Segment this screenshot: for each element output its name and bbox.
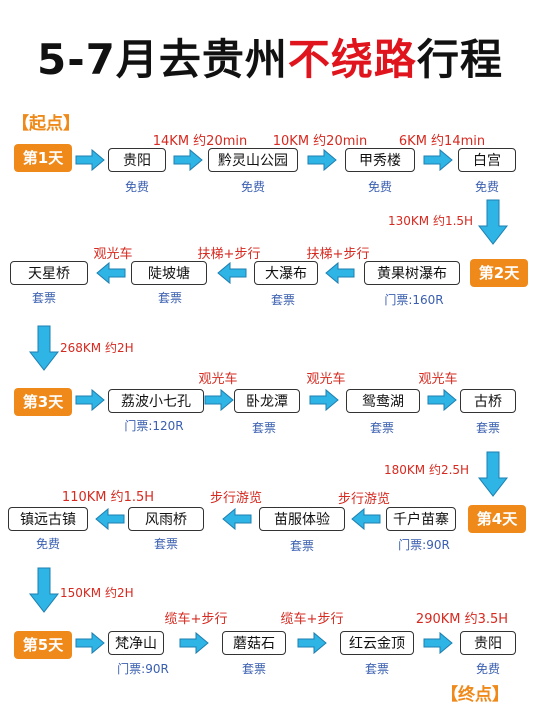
arrow-icon <box>173 148 203 172</box>
leg-label: 观光车 <box>306 372 346 387</box>
stop-yuanyang-lake: 鸳鸯湖 <box>346 389 420 413</box>
stop-jiaxiu-tower: 甲秀楼 <box>345 148 415 172</box>
day-1-badge: 第1天 <box>14 144 72 172</box>
note: 套票 <box>31 291 57 305</box>
stop-big-waterfall: 大瀑布 <box>254 261 318 285</box>
stop-wolong-pool: 卧龙潭 <box>234 389 300 413</box>
note: 免费 <box>475 662 501 676</box>
note: 套票 <box>153 537 179 551</box>
stop-hongyun-jinding: 红云金顶 <box>340 631 414 655</box>
stop-miao-costume: 苗服体验 <box>259 507 345 531</box>
arrow-icon <box>28 325 60 371</box>
arrow-icon <box>297 631 327 655</box>
leg-label: 缆车+步行 <box>164 612 228 627</box>
note: 门票:90R <box>398 538 450 552</box>
stop-fengyu-bridge: 风雨桥 <box>128 507 204 531</box>
stop-ancient-bridge: 古桥 <box>460 389 516 413</box>
arrow-icon <box>423 631 453 655</box>
note: 免费 <box>240 180 266 194</box>
title-highlight: 不绕路 <box>287 35 417 84</box>
stop-tianxing-bridge: 天星桥 <box>10 261 88 285</box>
end-tag: 【终点】 <box>441 685 509 705</box>
note: 免费 <box>35 537 61 551</box>
arrow-icon <box>477 451 509 497</box>
note: 门票:160R <box>384 293 444 307</box>
stop-guiyang: 贵阳 <box>108 148 166 172</box>
leg-label: 观光车 <box>418 372 458 387</box>
arrow-icon <box>423 148 453 172</box>
stop-baigong: 白宫 <box>458 148 516 172</box>
transfer-label: 150KM 约2H <box>60 586 134 600</box>
note: 免费 <box>124 180 150 194</box>
leg-label: 110KM 约1.5H <box>61 490 155 505</box>
stop-guiyang-end: 贵阳 <box>460 631 516 655</box>
arrow-icon <box>96 261 126 285</box>
leg-label: 290KM 约3.5H <box>415 612 509 627</box>
arrow-icon <box>325 261 355 285</box>
note: 套票 <box>251 421 277 435</box>
arrow-icon <box>351 507 381 531</box>
leg-label: 6KM 约14min <box>398 134 486 149</box>
transfer-label: 130KM 约1.5H <box>388 214 474 228</box>
note: 套票 <box>270 293 296 307</box>
transfer-label: 268KM 约2H <box>60 341 134 355</box>
note: 套票 <box>241 662 267 676</box>
note: 免费 <box>367 180 393 194</box>
leg-label: 步行游览 <box>337 492 391 507</box>
note: 套票 <box>289 539 315 553</box>
leg-label: 步行游览 <box>209 491 263 506</box>
arrow-icon <box>204 388 234 412</box>
arrow-icon <box>75 388 105 412</box>
leg-label: 缆车+步行 <box>280 612 344 627</box>
arrow-icon <box>427 388 457 412</box>
note: 套票 <box>369 421 395 435</box>
stop-doupotang: 陡坡塘 <box>131 261 207 285</box>
page-title: 5-7月去贵州不绕路行程 <box>0 26 540 87</box>
leg-label: 14KM 约20min <box>152 134 248 149</box>
note: 门票:120R <box>124 419 184 433</box>
title-part2: 行程 <box>416 35 503 84</box>
note: 套票 <box>475 421 501 435</box>
arrow-icon <box>28 567 60 613</box>
stop-huangguoshu-waterfall: 黄果树瀑布 <box>364 261 460 285</box>
title-part1: 5-7月去贵州 <box>37 35 288 84</box>
arrow-icon <box>75 148 105 172</box>
leg-label: 观光车 <box>198 372 238 387</box>
note: 门票:90R <box>117 662 169 676</box>
stop-libo-xiaoqikong: 荔波小七孔 <box>108 389 204 413</box>
leg-label: 扶梯+步行 <box>306 247 370 262</box>
day-5-badge: 第5天 <box>14 631 72 659</box>
arrow-icon <box>222 507 252 531</box>
stop-fanjingshan: 梵净山 <box>108 631 164 655</box>
stop-mushroom-rock: 蘑菇石 <box>222 631 286 655</box>
note: 免费 <box>474 180 500 194</box>
day-2-badge: 第2天 <box>470 259 528 287</box>
start-tag: 【起点】 <box>12 114 80 134</box>
leg-label: 扶梯+步行 <box>197 247 261 262</box>
arrow-icon <box>75 631 105 655</box>
note: 套票 <box>364 662 390 676</box>
arrow-icon <box>217 261 247 285</box>
arrow-icon <box>179 631 209 655</box>
arrow-icon <box>307 148 337 172</box>
day-4-badge: 第4天 <box>468 505 526 533</box>
stop-qianhu-miao-village: 千户苗寨 <box>386 507 456 531</box>
arrow-icon <box>309 388 339 412</box>
stop-zhenyuan-ancient-town: 镇远古镇 <box>8 507 88 531</box>
day-3-badge: 第3天 <box>14 388 72 416</box>
leg-label: 观光车 <box>93 247 133 262</box>
leg-label: 10KM 约20min <box>272 134 368 149</box>
stop-qianlingshan-park: 黔灵山公园 <box>208 148 298 172</box>
arrow-icon <box>95 507 125 531</box>
transfer-label: 180KM 约2.5H <box>384 463 470 477</box>
note: 套票 <box>157 291 183 305</box>
arrow-icon <box>477 199 509 245</box>
